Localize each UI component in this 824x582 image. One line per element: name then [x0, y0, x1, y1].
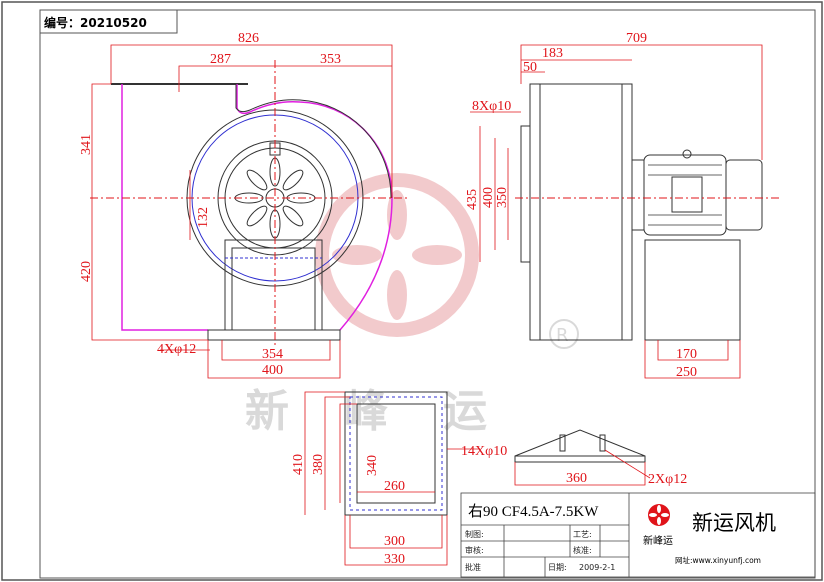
dim-826: 826 [238, 31, 259, 46]
dim-2-holes: 2Xφ12 [648, 472, 687, 487]
dim-250: 250 [676, 365, 697, 380]
side-view [515, 83, 780, 341]
serial-label: 编号：20210520 [43, 15, 147, 30]
dim-400-base: 400 [262, 363, 283, 378]
label-date: 日期: [548, 563, 567, 572]
label-approve: 核准: [573, 545, 592, 555]
dim-360: 360 [566, 471, 587, 486]
dim-410: 410 [291, 454, 306, 475]
watermark: 新峰运 R [245, 173, 579, 437]
dim-354: 354 [262, 347, 283, 362]
dim-400-side: 400 [481, 187, 496, 208]
dim-341: 341 [79, 134, 94, 155]
front-view [90, 60, 410, 345]
dim-350: 350 [495, 187, 510, 208]
dim-353: 353 [320, 52, 341, 67]
label-process: 工艺: [573, 530, 592, 539]
dim-260: 260 [384, 479, 405, 494]
front-dimensions [91, 44, 393, 379]
dim-380: 380 [311, 454, 326, 475]
dim-14-holes: 14Xφ10 [461, 444, 507, 459]
watermark-text: 新峰运 [245, 386, 542, 437]
website: 网址:www.xinyunfj.com [675, 555, 761, 565]
inner-frame [39, 9, 816, 579]
company-logo-icon [648, 504, 670, 526]
side-dimensions [470, 44, 763, 379]
outlet-flange-view [344, 391, 448, 516]
title-block [460, 492, 816, 578]
logo-text: 新峰运 [643, 534, 673, 547]
label-batch: 批准 [465, 562, 481, 572]
dim-420: 420 [79, 261, 94, 282]
inlet-view [514, 429, 646, 463]
model-name: 右90 CF4.5A-7.5KW [468, 503, 599, 520]
inlet-dimensions [514, 449, 651, 486]
serial-box [39, 9, 178, 34]
label-review: 审核: [465, 545, 484, 555]
registered-mark: R [556, 325, 569, 346]
dim-435: 435 [465, 189, 480, 210]
flange-dimensions [304, 391, 480, 566]
dim-183: 183 [542, 46, 563, 61]
dim-300: 300 [384, 534, 405, 549]
label-drawn: 制图: [465, 529, 484, 539]
company-name: 新运风机 [692, 511, 776, 535]
dim-base-holes: 4Xφ12 [157, 342, 196, 357]
dim-287: 287 [210, 52, 231, 67]
dim-50: 50 [523, 60, 537, 75]
dim-709: 709 [626, 31, 647, 46]
dim-132: 132 [196, 207, 211, 228]
dim-170: 170 [676, 347, 697, 362]
date-value: 2009-2-1 [579, 563, 615, 572]
dim-flange-holes: 8Xφ10 [472, 99, 511, 114]
dim-330: 330 [384, 552, 405, 567]
dim-340: 340 [365, 455, 380, 476]
